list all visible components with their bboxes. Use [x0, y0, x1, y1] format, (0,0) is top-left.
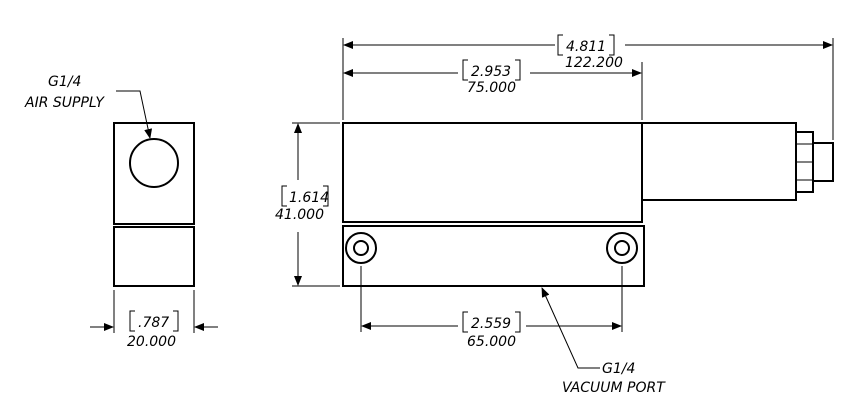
- front-view-upper-body: [342, 122, 643, 223]
- hole-spacing-mm: 65.000: [467, 334, 516, 350]
- overall-length-dimension: 4.811 122.200: [342, 34, 834, 140]
- mounting-hole-right-outer: [606, 232, 638, 264]
- extension-housing: [641, 122, 797, 201]
- body-length-dimension: 2.953 75.000: [343, 59, 643, 120]
- vacuum-port-callout: G1/4 VACUUM PORT: [541, 287, 666, 396]
- air-supply-port: [129, 138, 179, 188]
- air-supply-leader: [116, 90, 153, 139]
- side-view-lower-block: [113, 226, 195, 287]
- mounting-hole-left-inner: [353, 240, 369, 256]
- air-supply-label-2: AIR SUPPLY: [24, 95, 105, 111]
- front-view-base: [342, 225, 645, 287]
- body-length-mm: 75.000: [467, 80, 516, 96]
- overall-length-mm: 122.200: [565, 55, 623, 71]
- side-width-mm: 20.000: [127, 334, 176, 350]
- height-mm: 41.000: [275, 207, 324, 223]
- hole-spacing-inch: 2.559: [471, 316, 511, 332]
- air-supply-label-1: G1/4: [48, 74, 81, 90]
- height-inch: 1.614: [289, 190, 329, 206]
- front-view: [342, 122, 834, 287]
- side-width-dimension: .787 20.000: [90, 290, 218, 350]
- hole-spacing-dimension: 2.559 65.000: [360, 266, 623, 350]
- overall-length-inch: 4.811: [566, 39, 606, 55]
- air-supply-callout: G1/4 AIR SUPPLY: [24, 74, 153, 139]
- side-view-upper-block: [113, 122, 195, 225]
- fitting-nut: [795, 131, 834, 193]
- vacuum-port-leader: [541, 287, 600, 369]
- vacuum-port-label-1: G1/4: [602, 361, 635, 377]
- vacuum-port-label-2: VACUUM PORT: [562, 380, 666, 396]
- side-view: [113, 122, 195, 287]
- mounting-hole-right-inner: [614, 240, 630, 256]
- body-length-inch: 2.953: [471, 64, 511, 80]
- mounting-hole-left-outer: [345, 232, 377, 264]
- height-dimension: 1.614 41.000: [275, 122, 340, 287]
- side-width-inch: .787: [138, 315, 169, 331]
